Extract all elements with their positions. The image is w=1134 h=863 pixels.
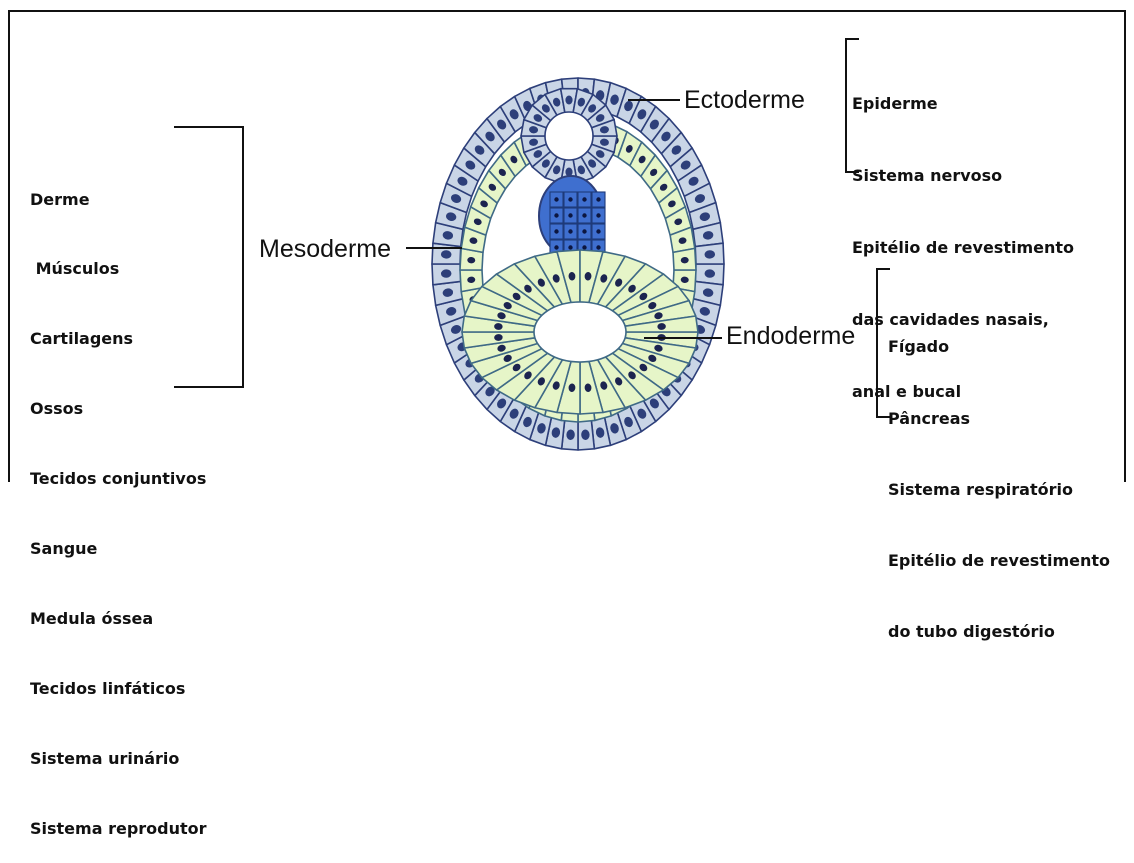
- list-item: Cartilagens: [30, 327, 207, 350]
- ectoderm-label: Ectoderme: [684, 86, 805, 115]
- list-item: Epiderme: [852, 92, 1074, 116]
- endoderm-derivatives-list: Fígado Pâncreas Sistema respiratório Epi…: [888, 288, 1110, 667]
- list-item: Medula óssea: [30, 607, 207, 630]
- gut-lumen: [534, 302, 626, 362]
- notochord-nucleus: [568, 213, 572, 217]
- notochord-nucleus: [554, 213, 558, 217]
- list-item: Derme: [30, 188, 207, 211]
- list-item: Sangue: [30, 537, 207, 560]
- neural-tube-nucleus: [565, 96, 572, 105]
- list-item: Pâncreas: [888, 407, 1110, 431]
- notochord-nucleus: [554, 245, 558, 249]
- mesoderm-label: Mesoderme: [259, 235, 391, 264]
- mesoderm-derivatives-list: Derme Músculos Cartilagens Ossos Tecidos…: [30, 141, 207, 863]
- endoderm-gut-tube: [462, 250, 698, 414]
- notochord-nucleus: [582, 197, 586, 201]
- neural-tube: [521, 89, 617, 184]
- notochord-nucleus: [568, 245, 572, 249]
- list-item: Fígado: [888, 335, 1110, 359]
- notochord-nucleus: [596, 229, 600, 233]
- notochord-nucleus: [596, 245, 600, 249]
- list-item: Tecidos linfáticos: [30, 677, 207, 700]
- notochord-nucleus: [568, 197, 572, 201]
- notochord-nucleus: [582, 245, 586, 249]
- notochord-nucleus: [596, 213, 600, 217]
- notochord: [539, 176, 605, 256]
- list-item: do tubo digestório: [888, 620, 1110, 644]
- notochord-nucleus: [582, 213, 586, 217]
- list-item: Ossos: [30, 397, 207, 420]
- notochord-nucleus: [582, 229, 586, 233]
- list-item: Músculos: [30, 257, 207, 280]
- neural-tube-lumen: [545, 112, 593, 160]
- notochord-nucleus: [554, 197, 558, 201]
- list-item: Tecidos conjuntivos: [30, 467, 207, 490]
- notochord-nucleus: [554, 229, 558, 233]
- list-item: Epitélio de revestimento: [852, 236, 1074, 260]
- notochord-nucleus: [568, 229, 572, 233]
- list-item: Sistema nervoso: [852, 164, 1074, 188]
- endoderm-label: Endoderme: [726, 322, 855, 351]
- list-item: Sistema reprodutor: [30, 817, 207, 840]
- list-item: Sistema urinário: [30, 747, 207, 770]
- list-item: Sistema respiratório: [888, 478, 1110, 502]
- list-item: Epitélio de revestimento: [888, 549, 1110, 573]
- notochord-nucleus: [596, 197, 600, 201]
